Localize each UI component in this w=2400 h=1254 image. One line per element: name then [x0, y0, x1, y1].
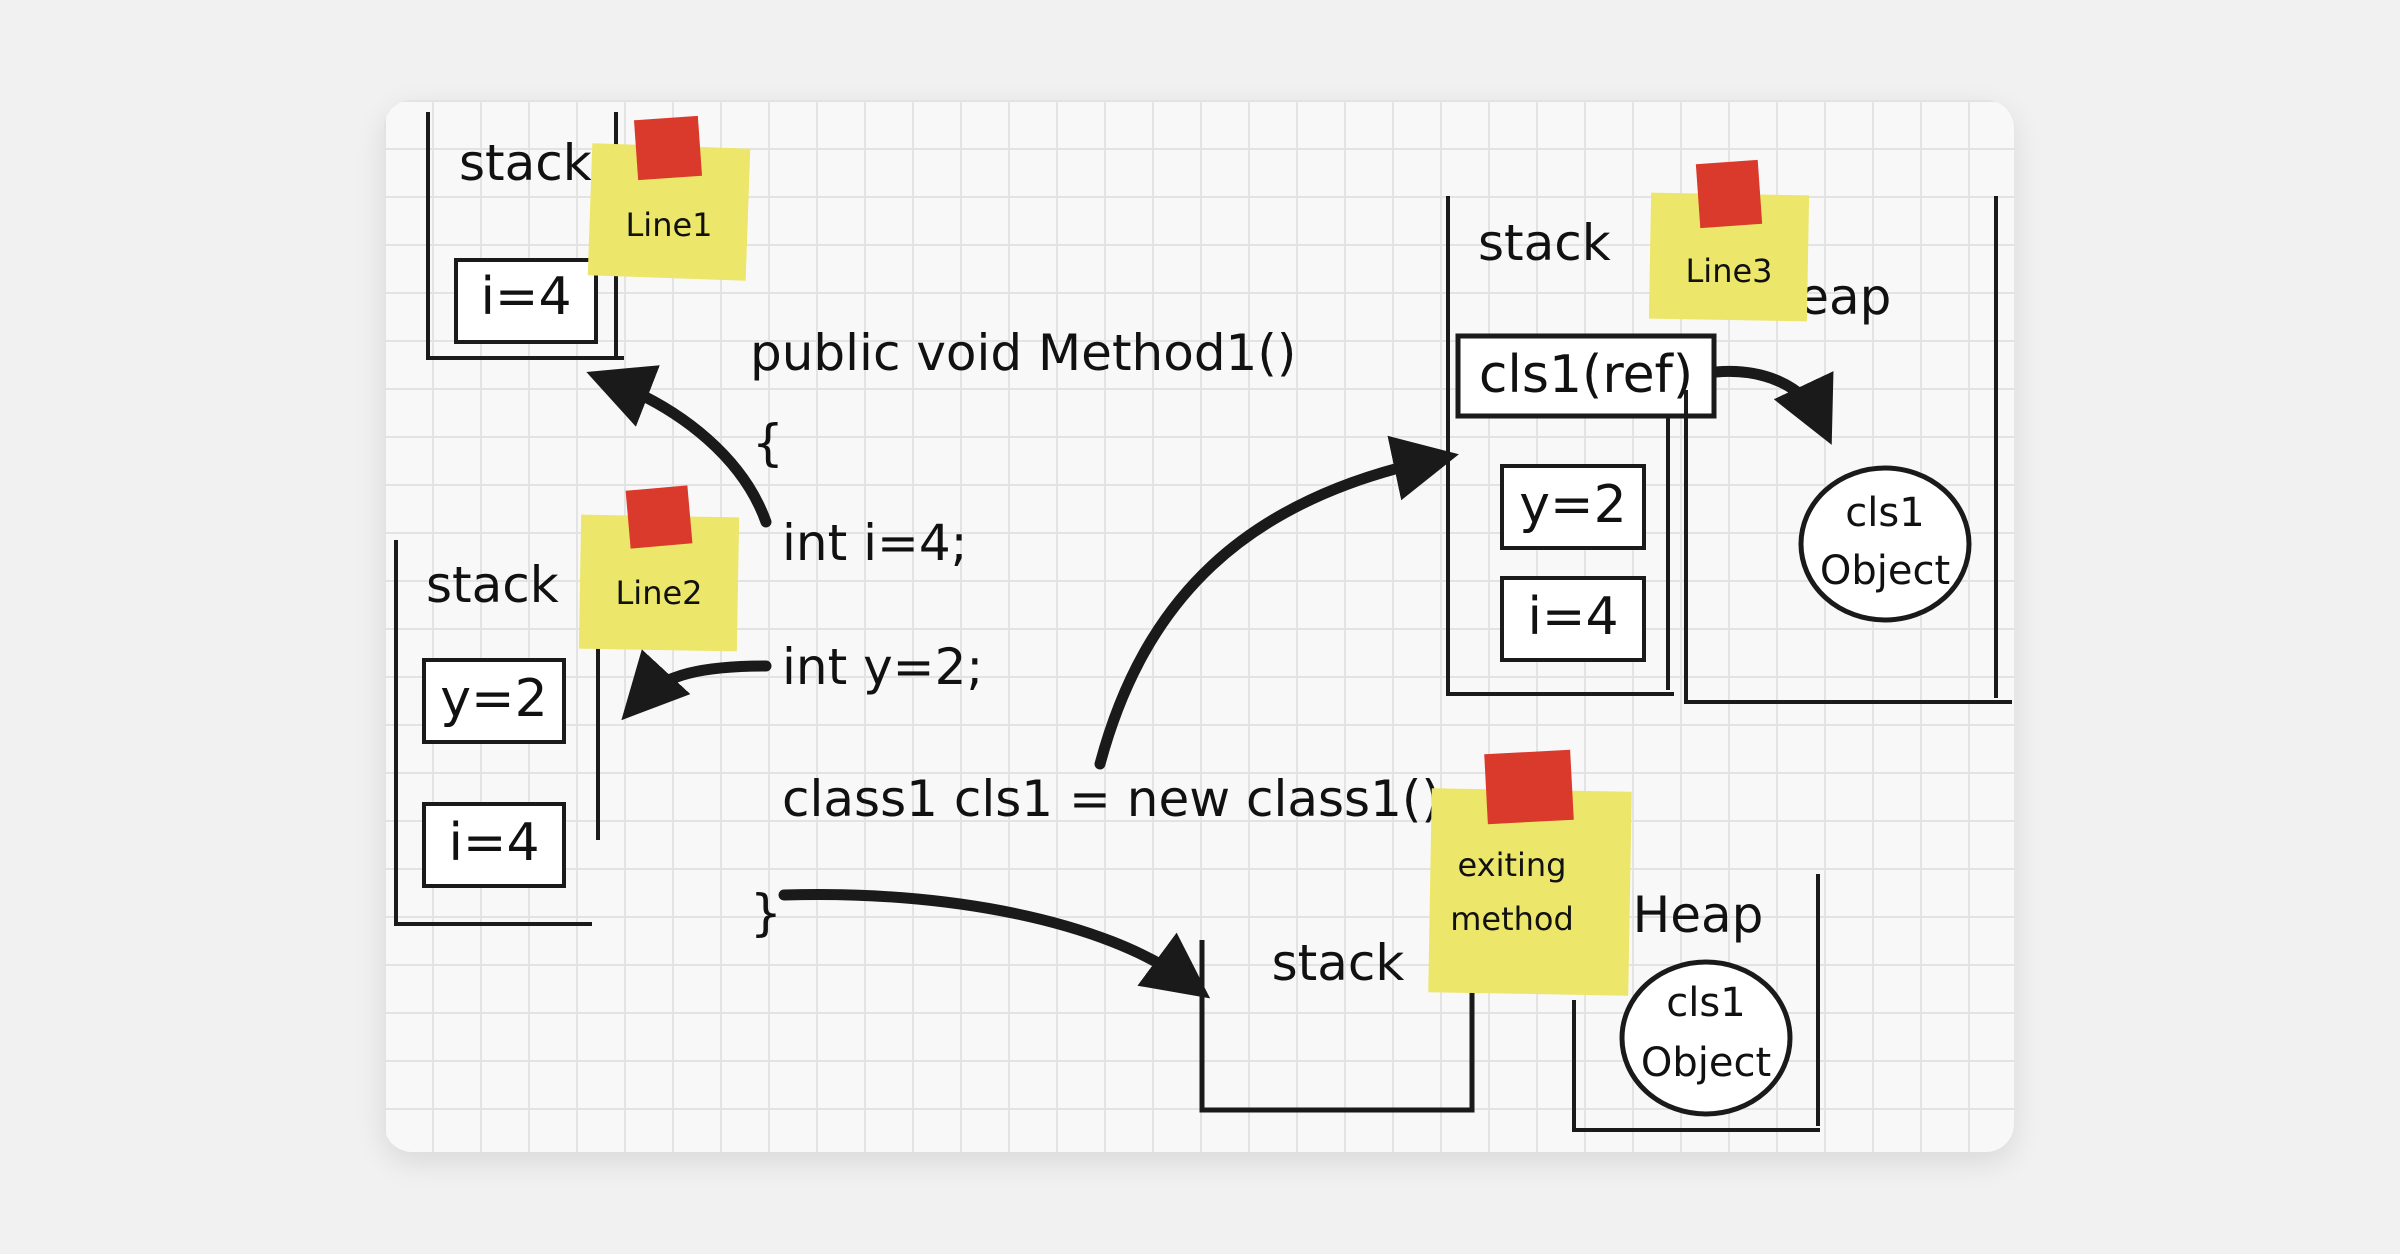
note-label-line2: method — [1450, 900, 1574, 938]
stack-snapshot-exit: stack — [1199, 934, 1475, 1113]
heap-label: Heap — [1633, 886, 1764, 944]
tape-icon — [1695, 159, 1763, 229]
stack-label: stack — [459, 134, 592, 192]
stack-label: stack — [426, 556, 559, 614]
heap-object-circle — [1798, 465, 1972, 623]
stack-cell-box — [422, 658, 566, 744]
arrow-line2-to-stack2 — [621, 649, 772, 721]
sticky-note — [1648, 192, 1810, 322]
note-label: Line3 — [1685, 252, 1772, 290]
code-block: public void Method1() { int i=4; int y=2… — [750, 324, 1458, 942]
tape-icon — [633, 115, 703, 181]
arrow-line1-to-stack1 — [586, 365, 772, 528]
stack-cell-y: y=2 — [440, 669, 547, 729]
stack-snapshot-line3: stack cls1(ref) y=2 i=4 — [1446, 196, 1717, 696]
arrow-line3-to-stack3 — [1094, 435, 1459, 770]
stack-cell-i: i=4 — [1527, 587, 1618, 647]
stack-cell-y: y=2 — [1519, 475, 1626, 535]
code-line-class1: class1 cls1 = new class1(); — [782, 770, 1458, 828]
diagram-card: stack i=4 Line1 stack y=2 i=4 Line2 publ… — [384, 100, 2014, 1152]
sticky-note — [578, 514, 740, 652]
sticky-note-line3: Line3 — [1648, 159, 1810, 322]
code-line-int-y: int y=2; — [782, 638, 983, 696]
stack-cell-box — [454, 258, 598, 344]
sticky-note-line2: Line2 — [578, 485, 740, 652]
heap-object-circle — [1619, 959, 1793, 1117]
code-line-int-i: int i=4; — [782, 514, 968, 572]
note-label-line1: exiting — [1458, 846, 1567, 884]
arrow-ref-to-heap-object — [1710, 365, 1834, 445]
stack-label: stack — [1272, 934, 1405, 992]
code-close-brace: } — [750, 884, 782, 942]
heap-object-type: Object — [1641, 1040, 1771, 1086]
stack-cell-box — [1455, 333, 1717, 419]
heap-object-type: Object — [1820, 548, 1950, 594]
stack-cell-i: i=4 — [480, 267, 571, 327]
arrows — [586, 365, 1834, 999]
stack-cell-box — [1500, 576, 1646, 662]
note-label: Line1 — [625, 206, 712, 244]
tape-icon — [1484, 749, 1574, 825]
sticky-note — [1428, 788, 1632, 996]
code-open-brace: { — [752, 414, 784, 472]
stack-snapshot-line1: stack i=4 — [426, 112, 624, 360]
heap-outline — [1684, 196, 2012, 704]
heap-outline — [1572, 874, 1820, 1132]
note-label: Line2 — [615, 574, 702, 612]
heap-snapshot-exit: Heap cls1 Object — [1572, 874, 1820, 1132]
arrow-exit-to-stack4 — [778, 889, 1211, 999]
stack-snapshot-line2: stack y=2 i=4 — [394, 540, 600, 926]
tape-icon — [625, 485, 693, 549]
stack-cell-i: i=4 — [448, 813, 539, 873]
stack-cell-ref: cls1(ref) — [1479, 345, 1693, 405]
stack-label: stack — [1478, 214, 1611, 272]
sticky-note-line1: Line1 — [587, 115, 751, 281]
code-signature: public void Method1() — [750, 324, 1296, 382]
sticky-note — [587, 143, 751, 281]
stack-cell-box — [422, 802, 566, 888]
heap-object-name: cls1 — [1666, 980, 1745, 1026]
memory-diagram: stack i=4 Line1 stack y=2 i=4 Line2 publ… — [394, 112, 2012, 1132]
sticky-note-exit: exiting method — [1428, 749, 1632, 996]
stack-outline-empty — [1199, 940, 1475, 1113]
stack-cell-box — [1500, 464, 1646, 550]
heap-object-name: cls1 — [1845, 490, 1924, 536]
stack-outline — [394, 540, 600, 926]
